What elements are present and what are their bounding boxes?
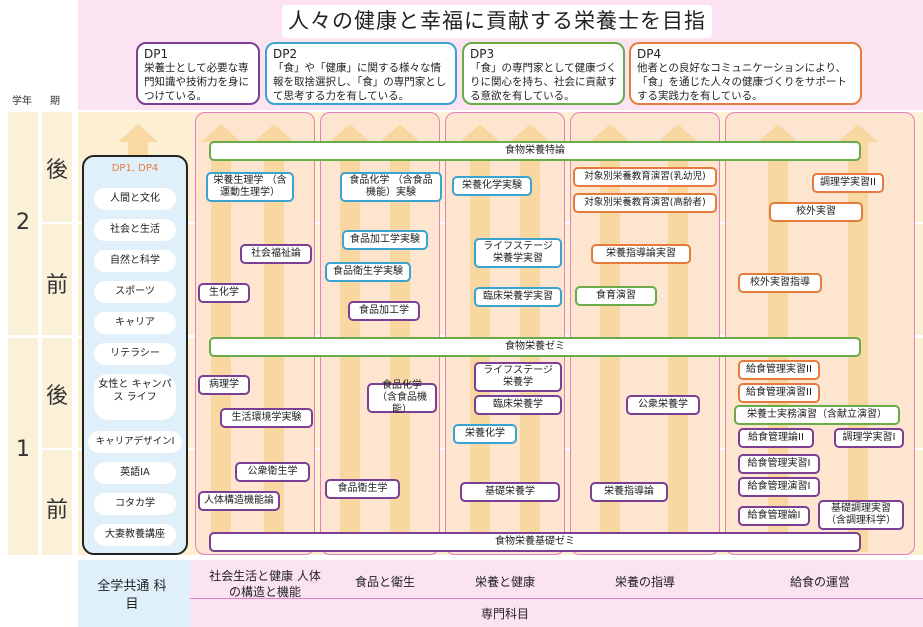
seminar-bar-top: 食物栄養特論	[209, 141, 861, 161]
dp3-box: DP3 「食」の専門家として健康づくりに関心を持ち、社会に貢献する意欲を有してい…	[462, 42, 625, 105]
course-box: 基礎調理実習 （含調理科学）	[818, 500, 904, 530]
page-title: 人々の健康と幸福に貢献する栄養士を目指す	[282, 5, 712, 66]
bottom-band	[78, 560, 923, 627]
course-box: 栄養指導論	[590, 482, 668, 502]
year-column	[8, 112, 38, 555]
course-box: 調理学実習II	[812, 173, 884, 193]
general-item: 英語IA	[94, 462, 176, 484]
course-box: 給食管理論I	[738, 506, 810, 526]
dp4-box: DP4 他者との良好なコミュニケーションにより、「食」を通じた人々の健康づくりを…	[629, 42, 862, 105]
dp2-box: DP2 「食」や「健康」に関する様々な情報を取捨選択し、「食」の専門家として思考…	[265, 42, 457, 105]
course-box: 公衆衛生学	[235, 462, 310, 482]
general-item: 自然と科学	[94, 250, 176, 272]
course-box: 生化学	[198, 283, 250, 303]
general-item: キャリア	[94, 312, 176, 334]
course-box: 公衆栄養学	[626, 395, 700, 415]
course-box: 調理学実習I	[834, 428, 904, 448]
general-dp-label: DP1, DP4	[111, 163, 159, 174]
course-box: 栄養生理学 （含運動生理学）	[206, 172, 294, 202]
dp2-label: DP2	[273, 47, 298, 61]
course-box: 臨床栄養学	[474, 395, 562, 415]
course-box: 食品化学 （含食品機能）実験	[340, 172, 442, 202]
general-item: 大妻教養講座	[94, 524, 176, 546]
category-label: 栄養の指導	[614, 575, 675, 589]
course-box: 栄養化学	[453, 424, 517, 444]
dp3-text: 「食」の専門家として健康づくりに関心を持ち、社会に貢献する意欲を有している。	[470, 62, 617, 102]
general-item: 社会と生活	[94, 219, 176, 241]
course-box: 生活環境学実験	[220, 408, 313, 428]
course-box: 給食管理実習I	[738, 454, 820, 474]
dp1-label: DP1	[144, 47, 169, 61]
year-1: 1	[16, 437, 30, 462]
category-label: 栄養と健康	[474, 575, 535, 589]
general-item: 人間と文化	[94, 188, 176, 210]
course-box: 社会福祉論	[240, 244, 312, 264]
course-box: 給食管理実習II	[738, 360, 820, 380]
term-column	[42, 112, 72, 555]
course-box: 対象別栄養教育演習(乳幼児)	[573, 167, 717, 187]
course-box: 給食管理論II	[738, 428, 814, 448]
course-box: 食品衛生学実験	[325, 262, 411, 282]
course-box: 校外実習指導	[738, 273, 822, 293]
general-education-panel: DP1, DP4 人間と文化 社会と生活 自然と科学 スポーツ キャリア リテラ…	[82, 155, 188, 555]
dp4-label: DP4	[637, 47, 662, 61]
course-box: 給食管理演習II	[738, 383, 820, 403]
course-box: 食品化学 （含食品機能）	[367, 380, 437, 415]
course-box: 給食管理演習I	[738, 477, 820, 497]
course-box: 基礎栄養学	[460, 482, 560, 502]
bottom-divider	[190, 598, 923, 599]
course-box: 対象別栄養教育演習(高齢者)	[573, 193, 717, 213]
course-box: 食品加工学実験	[342, 230, 428, 250]
course-box: ライフステージ 栄養学実習	[474, 238, 562, 268]
course-box: 栄養士実務演習（含献立演習）	[734, 405, 900, 425]
course-box: 栄養化学実験	[452, 176, 532, 196]
course-box: 病理学	[198, 375, 250, 395]
general-item: リテラシー	[94, 343, 176, 365]
term-early: 前	[45, 273, 68, 298]
term-late: 後	[45, 384, 68, 409]
course-box: 人体構造機能論	[198, 491, 280, 511]
general-item: コタカ学	[94, 493, 176, 515]
course-box: 臨床栄養学実習	[474, 287, 562, 307]
seminar-bar-bottom: 食物栄養基礎ゼミ	[209, 532, 861, 552]
course-box: ライフステージ 栄養学	[474, 362, 562, 392]
category-label: 給食の運営	[789, 575, 850, 589]
term-divider	[42, 448, 72, 450]
year-2: 2	[16, 210, 30, 235]
dp2-text: 「食」や「健康」に関する様々な情報を取捨選択し、「食」の専門家として思考する力を…	[273, 62, 447, 102]
course-box: 食品加工学	[348, 301, 420, 321]
dp1-text: 栄養士として必要な専門知識や技術力を身につけている。	[144, 62, 249, 102]
term-early: 前	[45, 498, 68, 523]
term-header: 期	[50, 96, 60, 107]
dp4-text: 他者との良好なコミュニケーションにより、「食」を通じた人々の健康づくりをサポート…	[637, 62, 847, 102]
specialty-label: 専門科目	[480, 607, 529, 621]
term-late: 後	[45, 158, 68, 183]
year-header: 学年	[12, 96, 32, 107]
dp3-label: DP3	[470, 47, 495, 61]
course-box: 食品衛生学	[325, 479, 400, 499]
course-box: 食育演習	[575, 286, 657, 306]
seminar-bar-mid: 食物栄養ゼミ	[209, 337, 861, 357]
bottom-general	[78, 560, 190, 627]
course-box: 校外実習	[769, 202, 863, 222]
general-label: 全学共通 科目	[97, 579, 167, 612]
term-divider	[42, 222, 72, 224]
dp1-box: DP1 栄養士として必要な専門知識や技術力を身につけている。	[136, 42, 260, 105]
general-item: スポーツ	[94, 281, 176, 303]
general-item: 女性と キャンパス ライフ	[94, 374, 176, 420]
category-label: 社会生活と健康 人体の構造と機能	[209, 569, 321, 599]
year-divider	[8, 335, 72, 338]
general-item: キャリアデザインI	[88, 431, 182, 453]
category-label: 食品と衛生	[354, 575, 415, 589]
course-box: 栄養指導論実習	[591, 244, 691, 264]
